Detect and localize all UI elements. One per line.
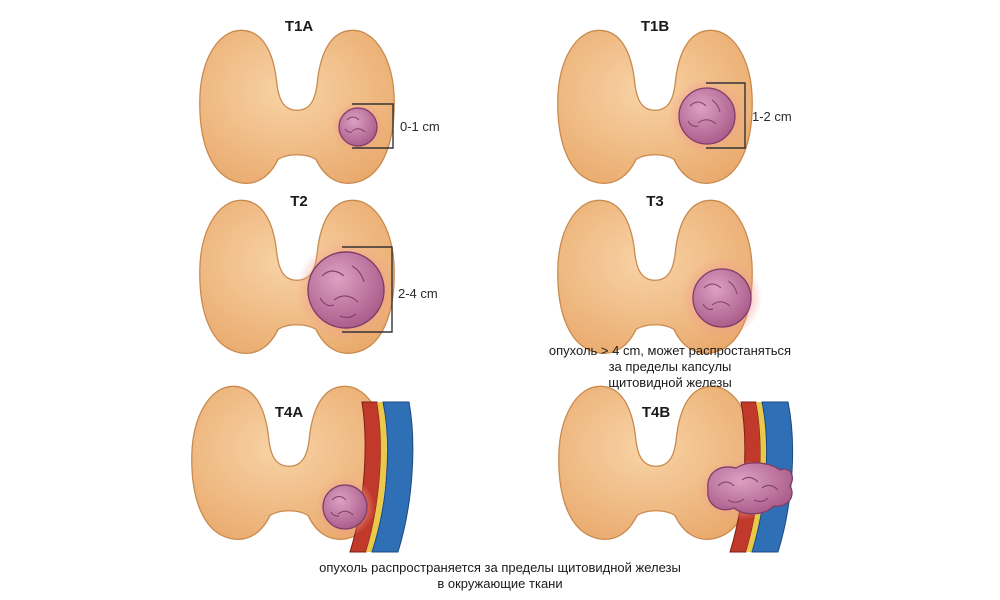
tumor-t1a	[332, 101, 384, 153]
caption-line: опухоль > 4 cm, может распростаняться	[548, 343, 792, 358]
caption-t4: опухоль распространяется за пределы щито…	[250, 560, 750, 592]
caption-line: за пределы капсулы	[608, 359, 732, 374]
tumor-t4b	[698, 460, 794, 520]
size-label: 0-1 cm	[400, 119, 440, 134]
caption-line: в окружающие ткани	[437, 576, 563, 591]
size-bracket	[352, 103, 394, 149]
tumor-t4a	[315, 477, 375, 537]
tumor-t1b	[669, 78, 745, 154]
stage-title: T4A	[275, 404, 304, 421]
stage-title: T1B	[641, 18, 670, 35]
size-bracket	[342, 246, 393, 333]
tumor-t3	[682, 258, 762, 338]
stage-t4a: T4A	[191, 385, 414, 553]
stage-t1a: T1A 0-1 cm	[199, 18, 440, 185]
tumor-t2	[296, 240, 396, 340]
stage-t1b: T1B 1-2 cm	[557, 18, 792, 185]
stage-t3: T3	[557, 193, 762, 355]
size-label: 2-4 cm	[398, 286, 438, 301]
size-bracket	[706, 82, 746, 149]
stage-t2: T2 2-4 cm	[199, 193, 438, 355]
blood-vessels	[349, 401, 414, 553]
stage-title: T2	[290, 193, 308, 210]
size-label: 1-2 cm	[752, 109, 792, 124]
caption-line: щитовидной железы	[608, 375, 732, 390]
stage-title: T3	[646, 193, 664, 210]
stage-t4b: T4B	[558, 385, 794, 553]
caption-line: опухоль распространяется за пределы щито…	[319, 560, 681, 575]
stage-title: T1A	[285, 18, 314, 35]
stage-title: T4B	[642, 404, 671, 421]
caption-t3: опухоль > 4 cm, может распростаняться за…	[500, 343, 840, 391]
